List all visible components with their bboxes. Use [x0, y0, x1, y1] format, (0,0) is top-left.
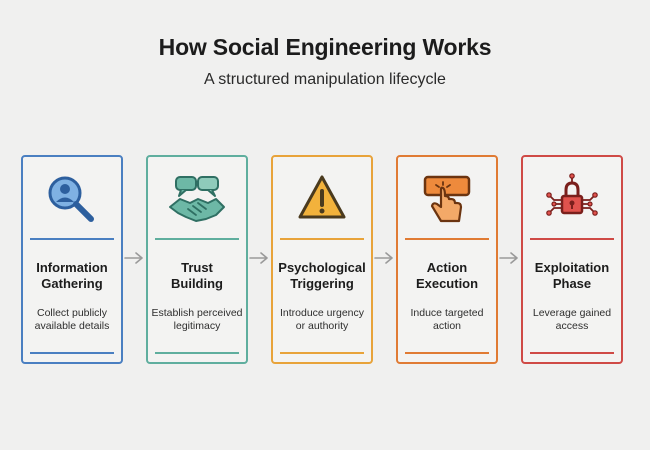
flow-arrow-icon	[499, 252, 518, 264]
pointer-click-icon	[398, 167, 496, 231]
page-title: How Social Engineering Works	[158, 34, 492, 60]
step-title: Exploitation Phase	[534, 260, 610, 291]
flow-arrow-icon	[249, 252, 268, 264]
step-description: Leverage gained access	[532, 307, 612, 332]
step-card-trust-building: Trust Building Establish perceived legit…	[146, 155, 248, 364]
step-title: Information Gathering	[36, 260, 108, 291]
card-divider	[280, 238, 364, 240]
step-card-exploitation-phase: Exploitation Phase Leverage gained acces…	[521, 155, 623, 364]
step-card-action-execution: Action Execution Induce targeted action	[396, 155, 498, 364]
page-subtitle: A structured manipulation lifecycle	[204, 71, 446, 88]
warning-triangle-icon	[273, 167, 371, 231]
card-divider	[530, 352, 614, 354]
card-divider	[30, 352, 114, 354]
card-divider	[530, 238, 614, 240]
card-divider	[405, 238, 489, 240]
magnifier-person-icon	[23, 167, 121, 231]
flow-arrow-icon	[124, 252, 143, 264]
step-description: Collect publicly available details	[34, 307, 110, 332]
flow-arrow-icon	[374, 252, 393, 264]
step-description: Induce targeted action	[410, 307, 484, 332]
step-card-psychological-triggering: Psychological Triggering Introduce urgen…	[271, 155, 373, 364]
step-title: Trust Building	[171, 260, 223, 291]
card-divider	[280, 352, 364, 354]
step-title: Psychological Triggering	[278, 260, 366, 291]
step-card-information-gathering: Information Gathering Collect publicly a…	[21, 155, 123, 364]
card-divider	[155, 238, 239, 240]
card-divider	[30, 238, 114, 240]
handshake-chat-icon	[148, 167, 246, 231]
step-description: Establish perceived legitimacy	[151, 307, 243, 332]
card-divider	[405, 352, 489, 354]
step-title: Action Execution	[415, 260, 479, 291]
card-divider	[155, 352, 239, 354]
step-description: Introduce urgency or authority	[279, 307, 365, 332]
padlock-circuit-icon	[523, 167, 621, 231]
